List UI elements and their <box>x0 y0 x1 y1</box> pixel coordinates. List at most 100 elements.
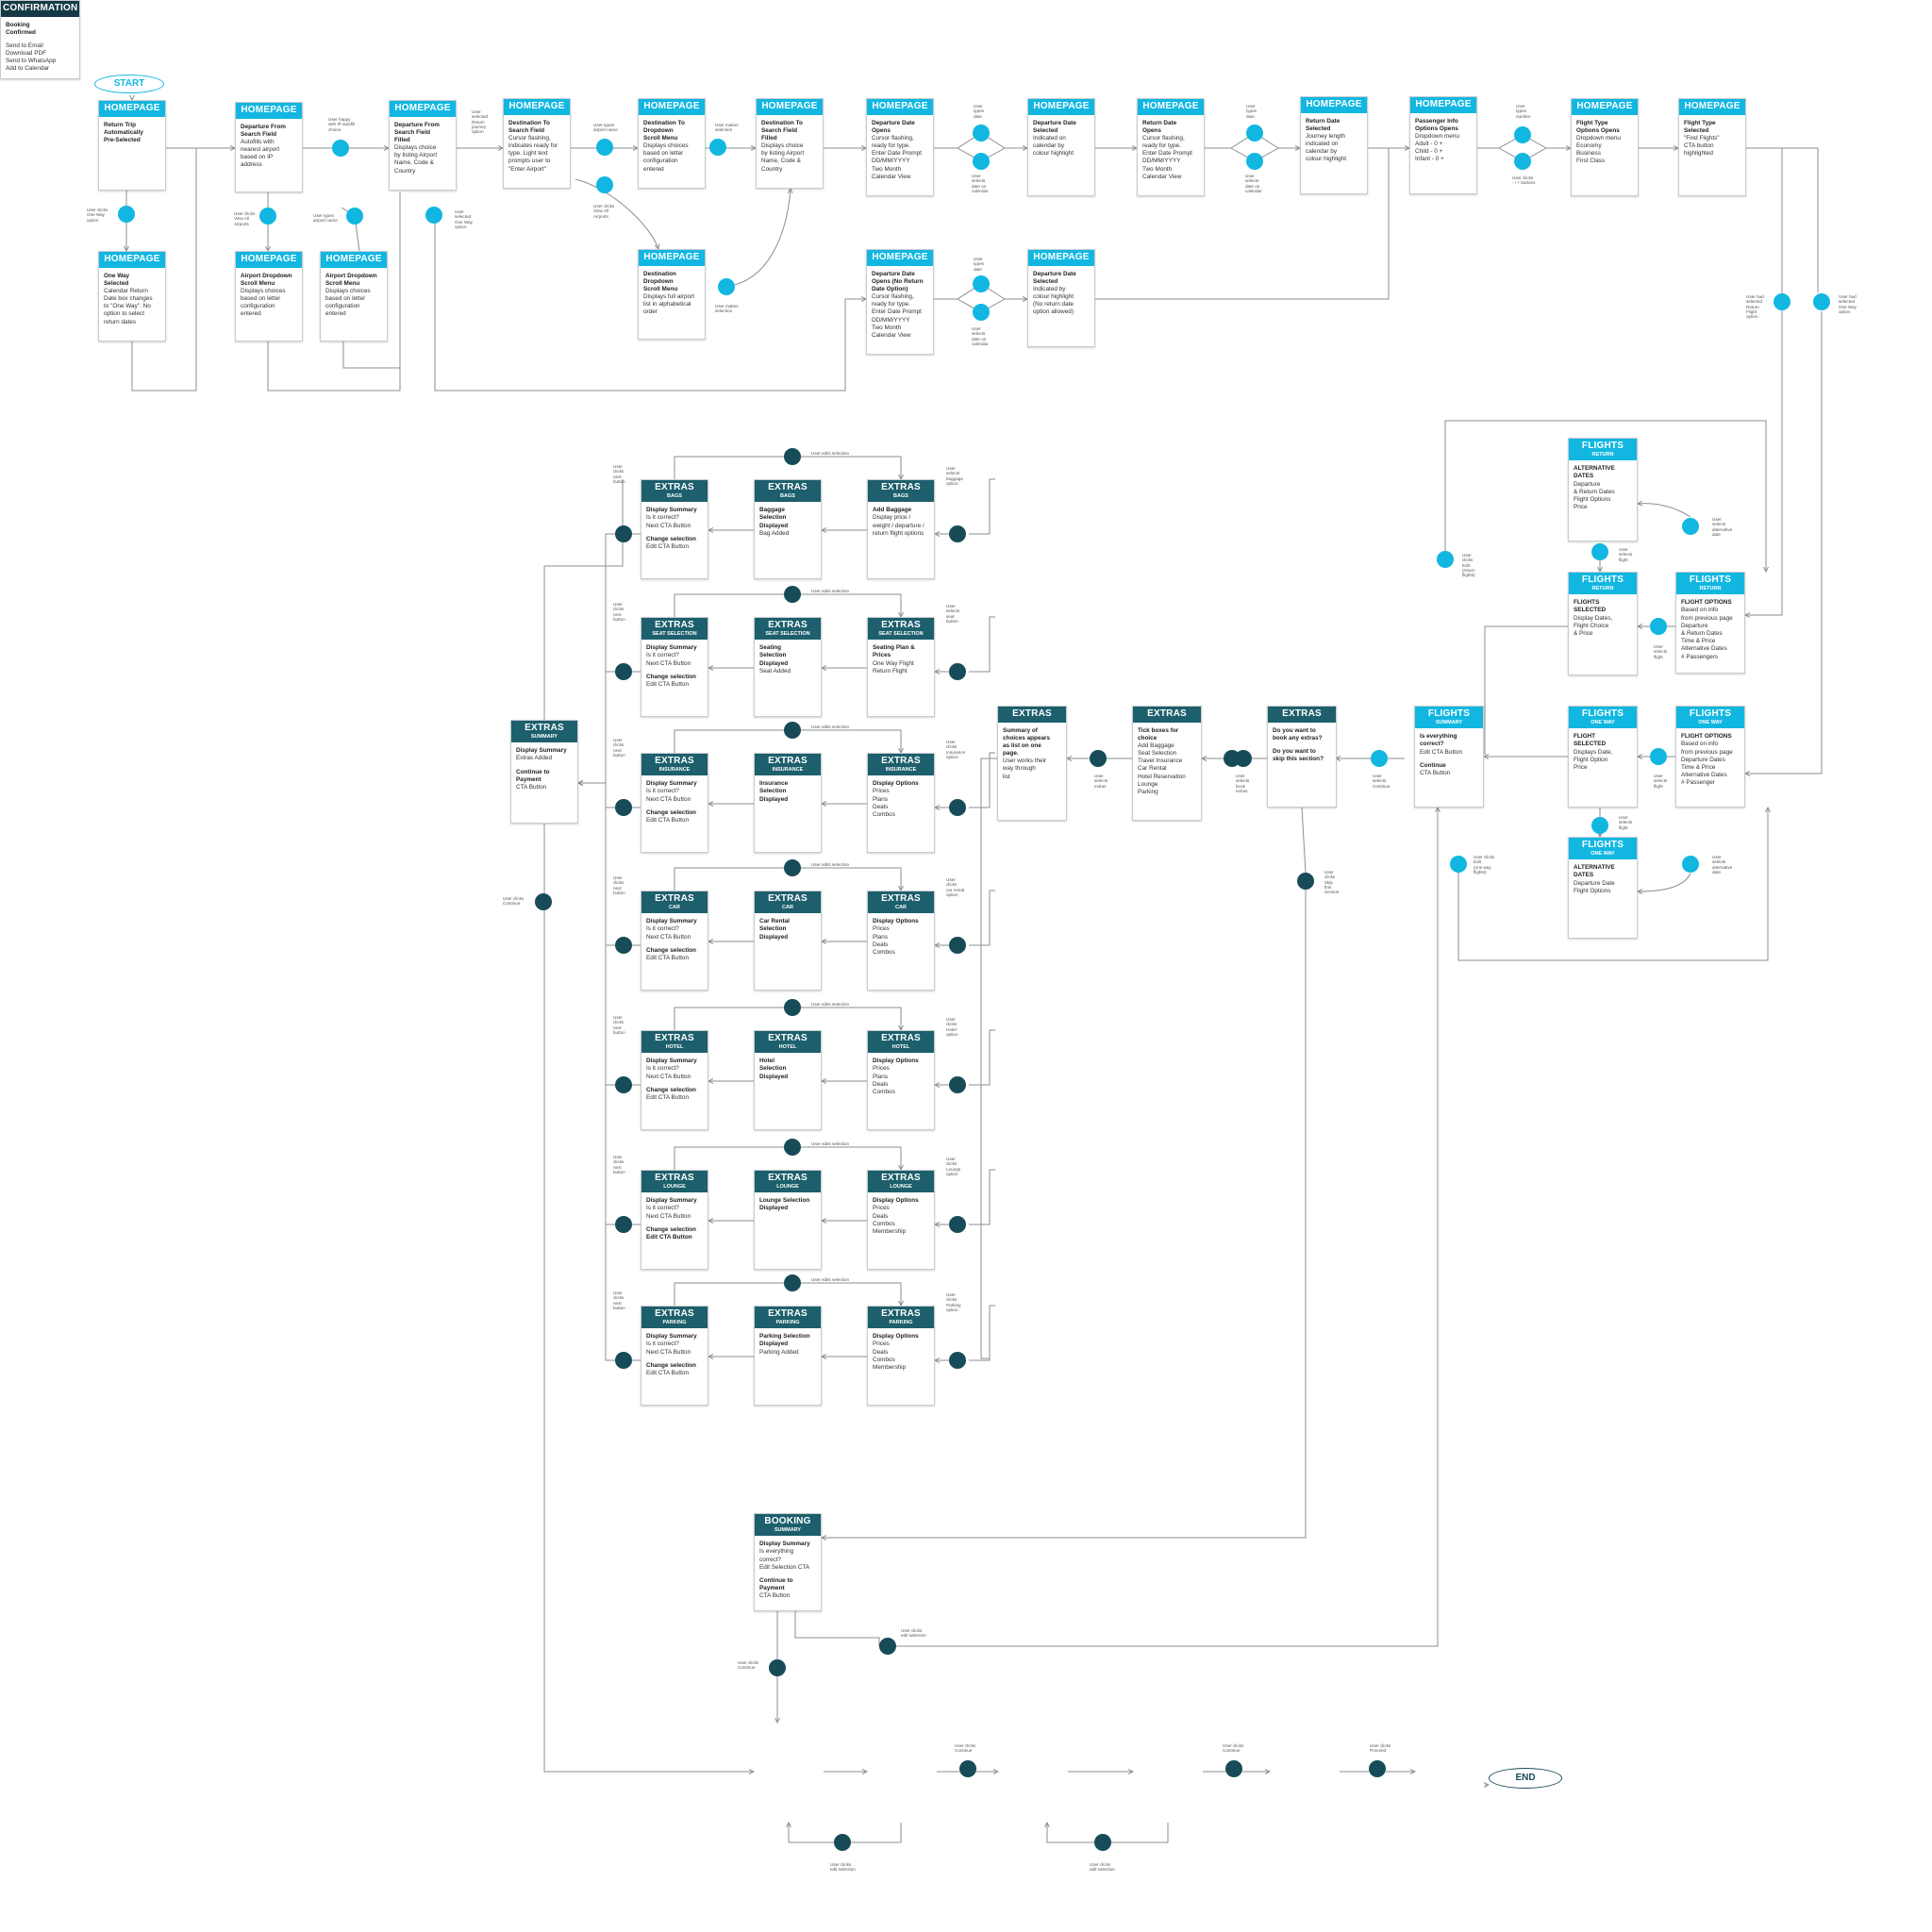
ex-row-edge <box>969 616 995 673</box>
node-subtitle: SUMMARY <box>530 733 558 740</box>
node-subtitle: PARKING <box>775 1319 800 1325</box>
node-text: Displays choices based on letter configu… <box>643 142 689 173</box>
node-header: HOMEPAGE <box>1301 97 1367 113</box>
homepage-decision-dot <box>718 278 735 295</box>
ex-row-edge <box>969 752 995 808</box>
node-title: HOMEPAGE <box>104 103 160 113</box>
node-text: Departure Date Selected <box>1033 119 1076 134</box>
node-title: HOMEPAGE <box>241 254 297 264</box>
annotation-alt-date: User selects alternative date <box>1712 517 1733 537</box>
extras-next-annotation: User clicks next button <box>613 738 625 758</box>
node-subtitle: PARKING <box>889 1319 913 1325</box>
ex-feed <box>980 758 997 1359</box>
extras-next-dot <box>615 1076 632 1093</box>
node-text: Is everything correct? <box>1420 733 1457 748</box>
node-subtitle: LOUNGE <box>663 1183 686 1190</box>
flights-decision-dot <box>1650 748 1667 765</box>
node-subtitle: SUMMARY <box>1435 719 1463 725</box>
ex-feed <box>543 479 624 720</box>
extras-edit-dot <box>784 448 801 465</box>
node-title: EXTRAS <box>768 1308 808 1319</box>
node-title: HOMEPAGE <box>394 103 451 113</box>
ex-edge <box>1301 807 1307 874</box>
node-title: EXTRAS <box>881 482 921 492</box>
node-header: HOMEPAGE <box>321 252 387 268</box>
node-text: Change selection <box>646 673 696 680</box>
ex-row-edge <box>674 593 784 617</box>
node-text: Display Summary <box>646 1058 697 1065</box>
node-text: Display Summary <box>516 747 567 755</box>
annotation-selects-flight-2: User selects flight <box>1654 644 1668 659</box>
node-header: HOMEPAGE <box>1679 99 1745 115</box>
extras-edit-dot <box>784 586 801 603</box>
node-title: EXTRAS <box>655 620 694 630</box>
node-body: Hotel Selection Displayed <box>755 1053 821 1086</box>
hp-edge-curve <box>575 178 658 249</box>
node-body: Car Rental Selection Displayed <box>755 913 821 946</box>
node-header: HOMEPAGE <box>99 101 165 117</box>
node-text: Prices Deals Combos Membership <box>873 1205 907 1236</box>
node-subtitle: SEAT SELECTION <box>652 630 697 637</box>
node-body: Lounge Selection Displayed <box>755 1192 821 1217</box>
node-text: Displays choices based on letter configu… <box>325 287 371 318</box>
node-title: FLIGHTS <box>1427 708 1471 719</box>
node-subtitle: ONE WAY <box>1591 719 1615 725</box>
node-text: Change selection <box>646 535 696 542</box>
checkout-decision-dot <box>769 1659 786 1676</box>
node-title: EXTRAS <box>881 1173 921 1183</box>
node-header: HOMEPAGE <box>639 250 705 266</box>
node-title: EXTRAS <box>768 1173 808 1183</box>
hp-loop <box>267 192 401 391</box>
node-header: HOMEPAGE <box>1410 97 1476 113</box>
node-text: Is everything correct? Edit Selection CT… <box>759 1548 810 1571</box>
extras-next-annotation: User clicks next button <box>613 875 625 895</box>
node-text: Seating Selection Displayed <box>759 644 789 667</box>
extras-next-dot <box>615 1352 632 1369</box>
node-text: Cursor flashing, ready for type. Enter D… <box>872 134 922 180</box>
extras-edit-annotation: User edits selection <box>811 724 850 729</box>
hp-loop <box>434 224 866 391</box>
node-text: Cursor flashing, ready for type. Enter D… <box>872 293 922 339</box>
node-title: EXTRAS <box>1282 708 1322 719</box>
node-subtitle: RETURN <box>1591 451 1614 458</box>
flights-decision-dot <box>1591 817 1608 834</box>
node-title: HOMEPAGE <box>1684 101 1740 111</box>
extras-edit-annotation: User edits selection <box>811 451 850 456</box>
node-header: HOMEPAGE <box>867 250 933 266</box>
node-header: CONFIRMATION <box>1 1 80 17</box>
node-text: Departure Date Opens (No Return Date Opt… <box>872 270 924 292</box>
node-text: Display Summary <box>646 507 697 514</box>
node-text: Destination Dropdown Scroll Menu <box>643 270 678 292</box>
annotation-continue-payment: User clicks Continue <box>1223 1743 1244 1754</box>
